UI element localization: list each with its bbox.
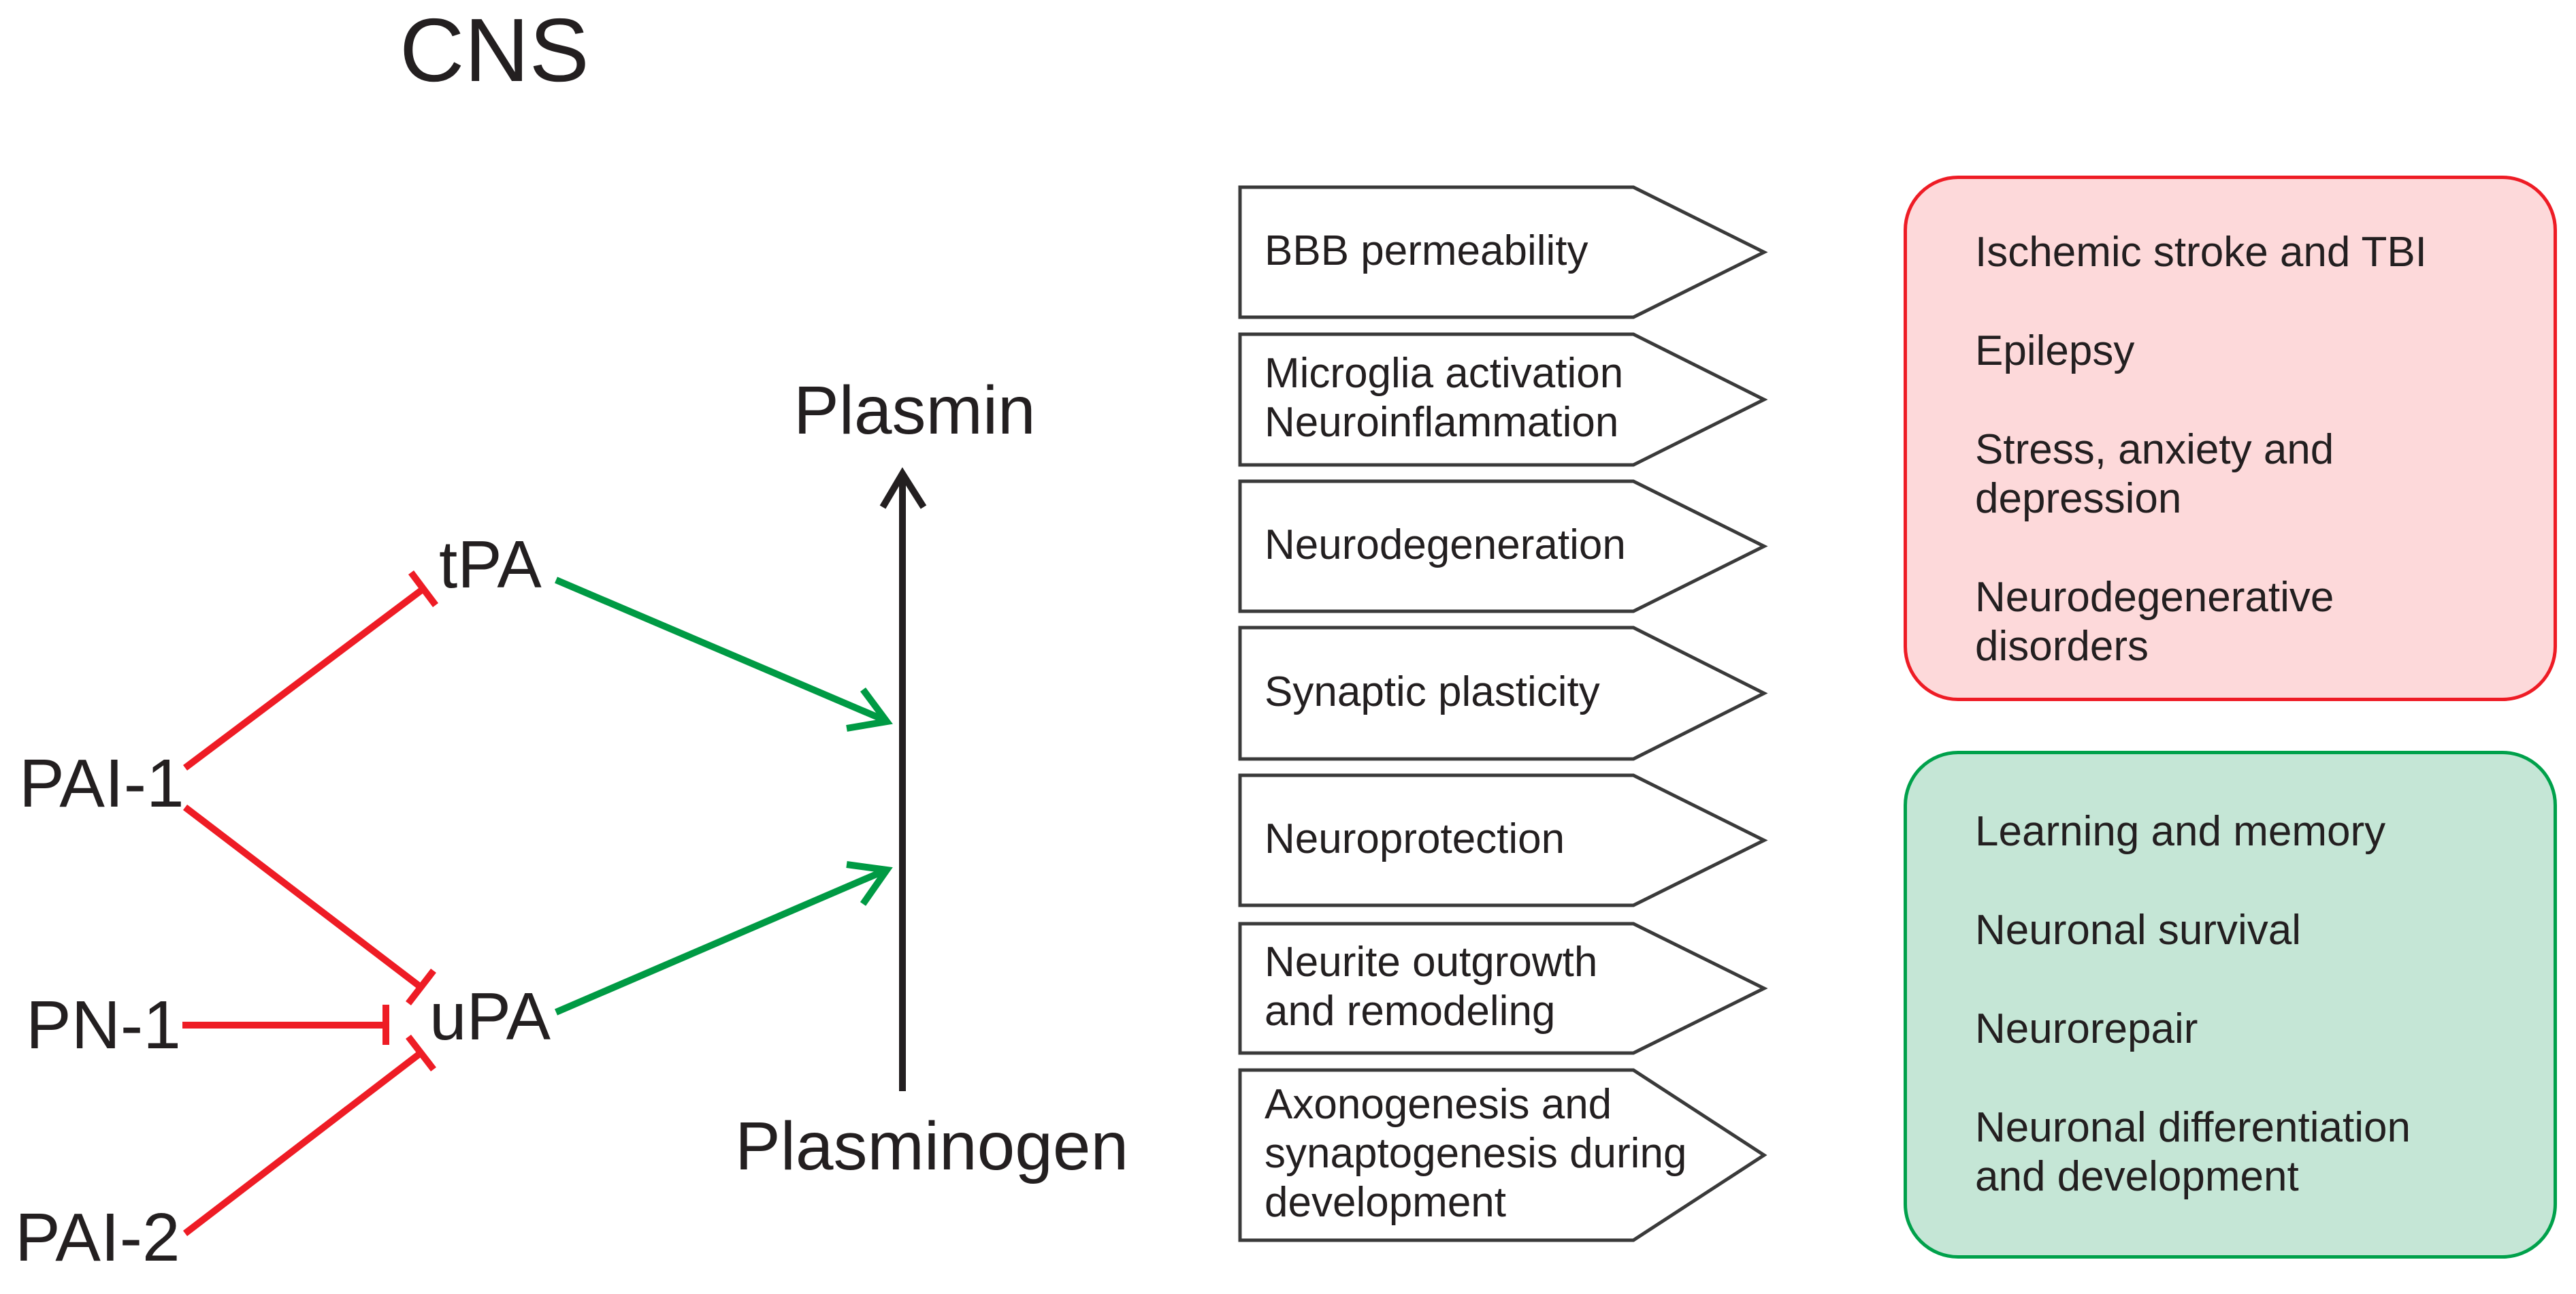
process-label-line: Microglia activation xyxy=(1265,350,1624,397)
outcome-item: Ischemic stroke and TBI xyxy=(1975,228,2427,277)
outcome-item-line: Neuronal differentiation xyxy=(1975,1104,2411,1151)
process-arrow-shape xyxy=(1238,185,1768,319)
outcome-item-line: disorders xyxy=(1975,623,2149,670)
activation-line xyxy=(555,867,886,1016)
inhibition-bar-icon xyxy=(408,570,438,607)
process-label: BBB permeability xyxy=(1265,227,1588,276)
arrow-up-icon xyxy=(879,467,927,509)
process-label-line: Axonogenesis and xyxy=(1265,1081,1612,1128)
inhibition-pai1-tpa xyxy=(182,570,438,771)
process-label-line: Neuroinflammation xyxy=(1265,399,1619,446)
outcome-item: Neurorepair xyxy=(1975,1005,2411,1054)
inhibition-line xyxy=(182,586,426,771)
outcome-item: Epilepsy xyxy=(1975,327,2427,376)
process-arrow-shape xyxy=(1238,922,1768,1055)
outcome-item-line: depression xyxy=(1975,475,2182,522)
outcome-item-line: Neurodegenerative xyxy=(1975,574,2334,621)
inhibition-pai2-upa xyxy=(182,1034,436,1236)
process-label-line: development xyxy=(1265,1179,1507,1226)
arrowhead-icon xyxy=(846,688,893,732)
activation-line xyxy=(555,577,886,724)
outcome-item-line: Epilepsy xyxy=(1975,327,2135,374)
process-label-line: Neuroprotection xyxy=(1265,815,1565,862)
inhibition-line xyxy=(182,805,423,990)
outcome-item-line: and development xyxy=(1975,1153,2299,1200)
inhibition-bar-icon xyxy=(406,1034,436,1072)
outcome-item-line: Ischemic stroke and TBI xyxy=(1975,229,2427,276)
inhibition-pai1-upa xyxy=(182,805,436,1006)
outcome-item-line: Stress, anxiety and xyxy=(1975,426,2334,473)
outcome-item: Neuronal survival xyxy=(1975,906,2411,955)
process-label-line: Neurite outgrowth xyxy=(1265,939,1598,986)
outcome-item-line: Neurorepair xyxy=(1975,1005,2198,1052)
outcome-item-line: Neuronal survival xyxy=(1975,907,2301,954)
process-label-line: Synaptic plasticity xyxy=(1265,668,1600,715)
process-label-line: synaptogenesis during xyxy=(1265,1130,1687,1177)
process-label-line: BBB permeability xyxy=(1265,227,1588,274)
process-arrow-shape xyxy=(1238,1068,1767,1242)
plasmin-label: Plasmin xyxy=(794,372,1036,449)
inhibition-pn1-upa xyxy=(182,1005,389,1045)
process-label: Synaptic plasticity xyxy=(1265,668,1600,717)
process-label-line: and remodeling xyxy=(1265,988,1556,1035)
process-arrows xyxy=(1238,185,1768,1242)
outcome-item: Learning and memory xyxy=(1975,807,2411,856)
process-arrow-shape xyxy=(1238,773,1768,907)
conversion-arrow xyxy=(879,467,927,1091)
activation-upa xyxy=(555,861,893,1016)
plasminogen-label: Plasminogen xyxy=(735,1108,1129,1184)
process-arrow-shape xyxy=(1238,626,1768,761)
activation-tpa xyxy=(555,577,893,732)
upa-label: uPA xyxy=(429,979,551,1054)
process-arrow-shape xyxy=(1238,479,1768,613)
process-label-line: Neurodegeneration xyxy=(1265,521,1626,568)
process-label: Neuroprotection xyxy=(1265,815,1565,864)
tpa-label: tPA xyxy=(439,527,542,602)
process-label: Neurodegeneration xyxy=(1265,521,1626,570)
pai1-label: PAI-1 xyxy=(19,745,184,822)
page-title: CNS xyxy=(400,0,589,100)
inhibition-line xyxy=(182,1050,423,1236)
outcome-item-line: Learning and memory xyxy=(1975,808,2386,855)
process-arrow-shape xyxy=(1238,332,1768,467)
pai2-label: PAI-2 xyxy=(15,1199,180,1276)
inhibition-bar-icon xyxy=(406,968,436,1006)
arrowhead-icon xyxy=(846,861,893,906)
pn1-label: PN-1 xyxy=(26,987,181,1063)
